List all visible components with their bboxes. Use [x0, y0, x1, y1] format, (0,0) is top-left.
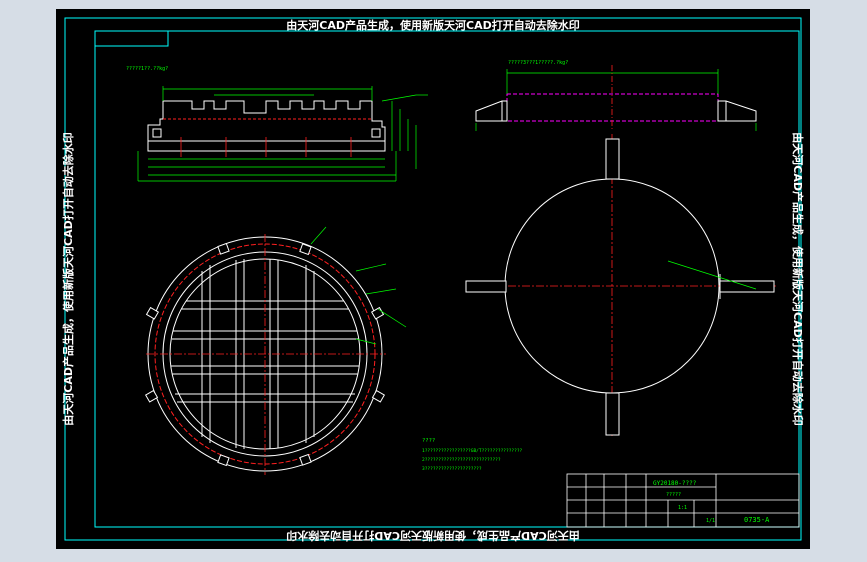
- front-view: [147, 100, 386, 152]
- watermark-top: 由天河CAD产品生成，使用新版天河CAD打开自动去除水印: [286, 18, 579, 32]
- drawing-number: GY20180-????: [653, 480, 697, 487]
- inner-frame: [94, 30, 800, 528]
- corner-box: [94, 30, 169, 47]
- part-name: ?????: [666, 492, 681, 498]
- drawing-code: 0735-A: [744, 516, 770, 524]
- side-view: [475, 65, 757, 131]
- plan-view: [144, 226, 407, 475]
- drawing-sheet: 由天河CAD产品生成，使用新版天河CAD打开自动去除水印 由天河CAD产品生成，…: [61, 17, 805, 543]
- front-view-center-marks: [180, 137, 352, 157]
- watermark-right: 由天河CAD产品生成，使用新版天河CAD打开自动去除水印: [791, 132, 805, 425]
- tech-line-1: 1?????????????????GB/T???????????????: [422, 448, 523, 454]
- watermark-bottom: 由天河CAD产品生成，使用新版天河CAD打开自动去除水印: [286, 529, 579, 543]
- top-left-label: ?????1??.??kg?: [126, 66, 168, 72]
- cad-canvas[interactable]: 由天河CAD产品生成，使用新版天河CAD打开自动去除水印 由天河CAD产品生成，…: [56, 9, 810, 549]
- title-block: [566, 473, 800, 528]
- tech-line-2: 2????????????????????????????: [422, 457, 501, 463]
- front-view-dims: [137, 86, 428, 182]
- sheet-value: 1/1: [706, 518, 715, 524]
- top-right-label: ?????3???1?????.?kg?: [508, 60, 568, 66]
- watermark-left: 由天河CAD产品生成，使用新版天河CAD打开自动去除水印: [61, 132, 75, 425]
- tech-line-3: 3?????????????????????: [422, 466, 482, 472]
- circle-view: [465, 134, 776, 437]
- outer-frame: [64, 17, 802, 541]
- scale-value: 1:1: [678, 505, 687, 511]
- tech-title: ????: [422, 438, 435, 444]
